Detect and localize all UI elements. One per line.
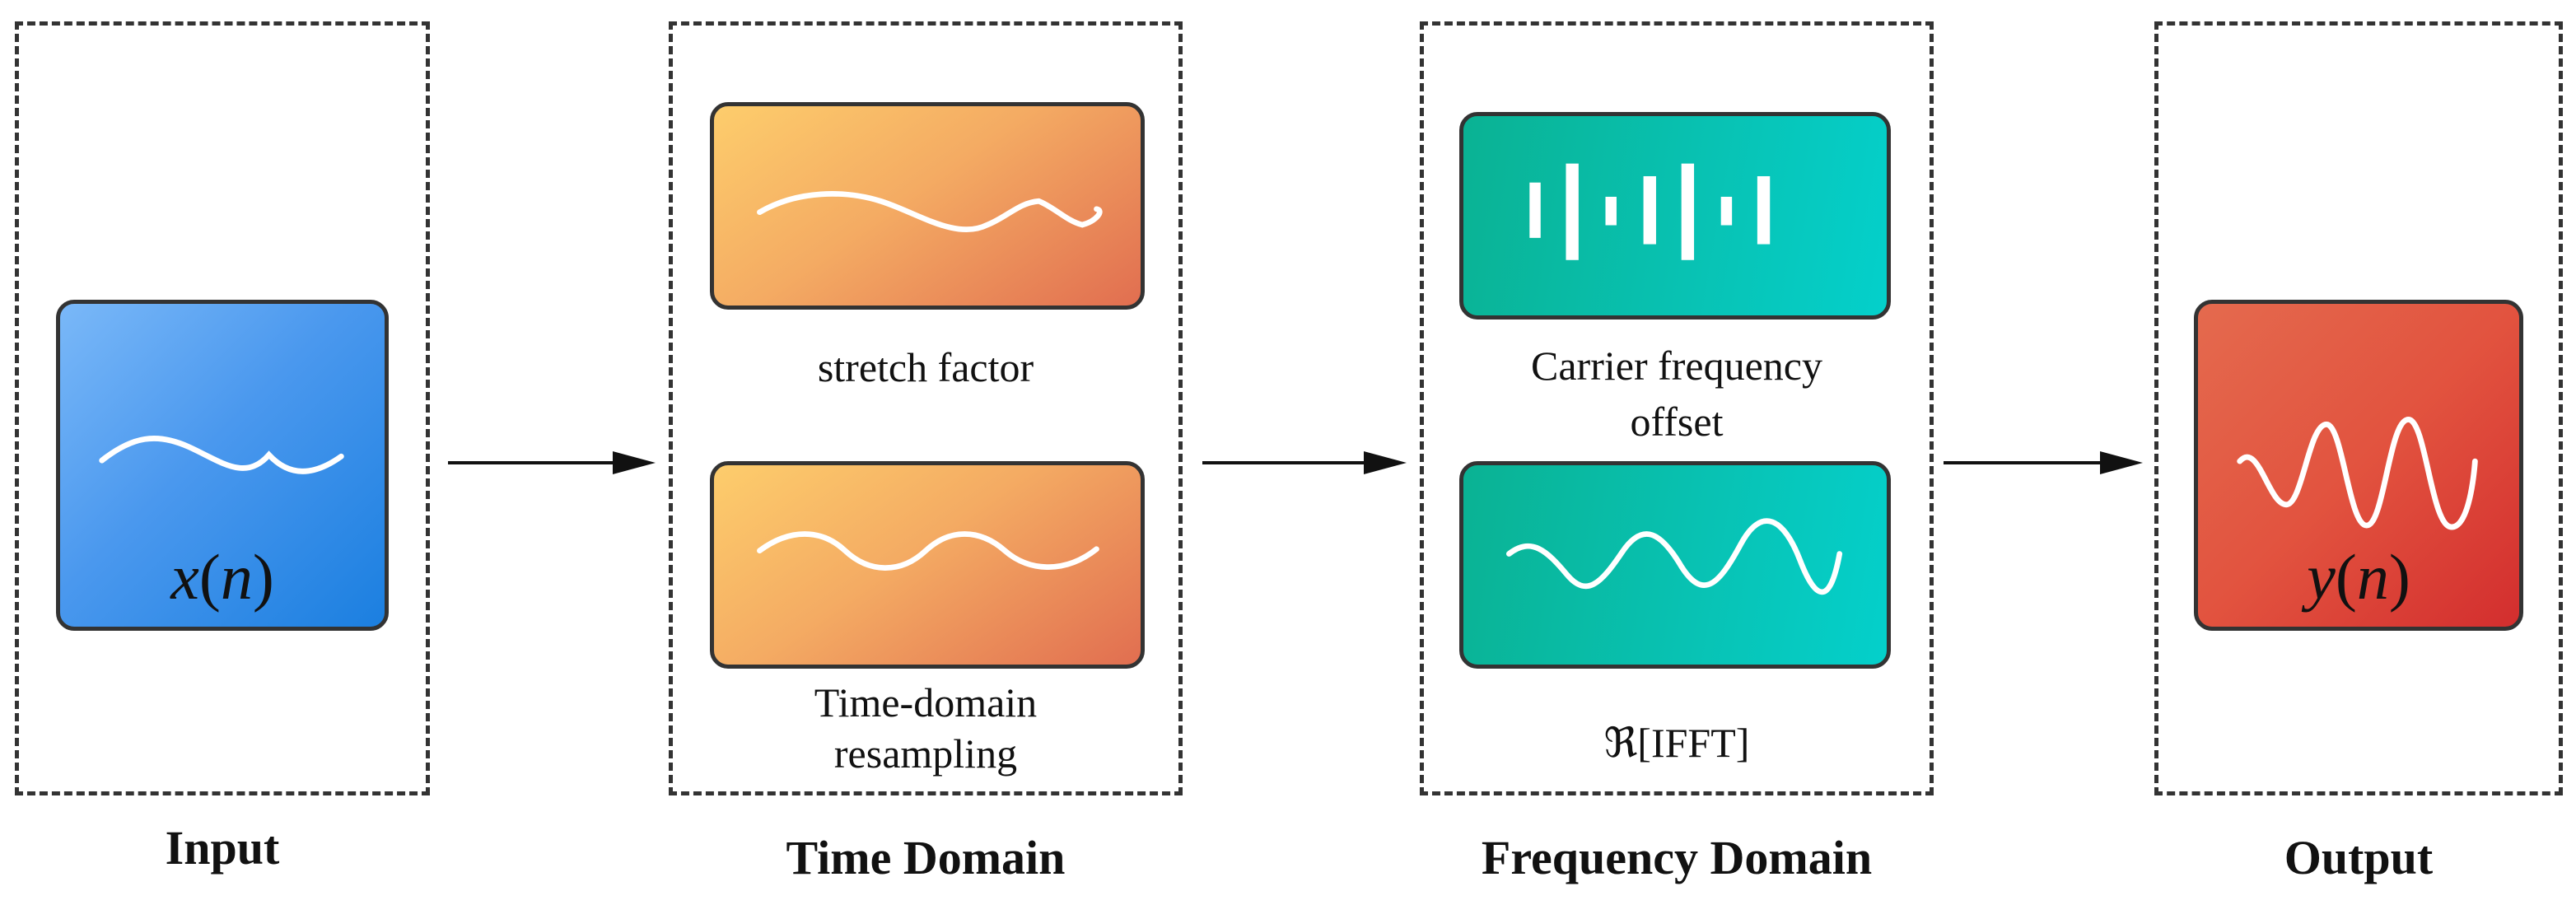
- output-stage-label: Output: [2284, 831, 2434, 884]
- output-wave-icon: [2237, 417, 2478, 530]
- spectrum-bars-icon: [1529, 163, 1771, 260]
- carrier-frequency-offset-block: [1459, 112, 1891, 320]
- cfo-caption-line1: Carrier frequency: [1531, 343, 1822, 389]
- input-wave-icon: [99, 436, 344, 474]
- arrow-input-to-time: [448, 451, 656, 474]
- output-rparen: ): [2388, 541, 2410, 613]
- time-resampling-caption-line2: resampling: [833, 730, 1018, 777]
- cfo-caption: Carrier frequency offset: [1420, 338, 1934, 450]
- time-domain-stage-box: [669, 21, 1183, 795]
- time-resampling-caption-line1: Time-domain: [814, 679, 1038, 725]
- output-var: y: [2307, 541, 2336, 613]
- frequency-domain-stage-box: [1420, 21, 1934, 795]
- time-resampling-caption: Time-domain resampling: [669, 677, 1183, 779]
- frequency-domain-stage-label: Frequency Domain: [1481, 831, 1873, 884]
- stretch-wave-icon: [757, 191, 1103, 233]
- output-lparen: (: [2335, 541, 2357, 613]
- stretch-factor-block: [710, 102, 1145, 310]
- cfo-caption-line2: offset: [1630, 399, 1724, 445]
- input-signal-block: [56, 300, 389, 631]
- resampling-wave-icon: [757, 531, 1099, 571]
- output-signal-block: [2194, 300, 2523, 631]
- ifft-caption: ℜ[IFFT]: [1603, 720, 1750, 766]
- input-arg: n: [220, 541, 253, 613]
- input-var: x: [170, 541, 199, 613]
- ifft-block: [1459, 461, 1891, 669]
- ifft-wave-icon: [1505, 518, 1843, 595]
- input-signal-label: x(n): [56, 540, 389, 614]
- time-domain-stage-label: Time Domain: [786, 831, 1066, 884]
- output-arg: n: [2356, 541, 2389, 613]
- arrow-time-to-frequency: [1202, 451, 1407, 474]
- time-resampling-block: [710, 461, 1145, 669]
- output-stage-box: [2154, 21, 2563, 795]
- output-signal-label: y(n): [2194, 540, 2523, 614]
- input-stage-label: Input: [165, 821, 280, 875]
- input-stage-box: [15, 21, 430, 795]
- stretch-factor-caption: stretch factor: [817, 344, 1034, 390]
- arrow-frequency-to-output: [1944, 451, 2143, 474]
- input-rparen: ): [252, 541, 274, 613]
- input-lparen: (: [198, 541, 221, 613]
